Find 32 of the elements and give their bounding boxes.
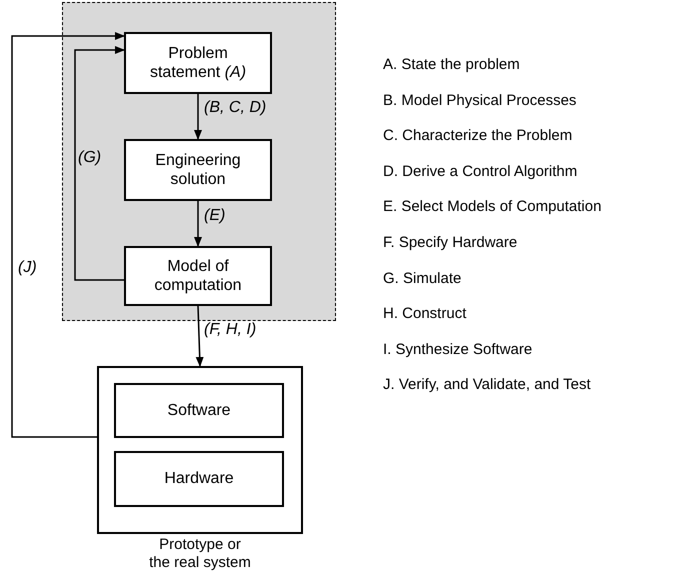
edge-label: (B, C, D) [204,100,266,116]
list-item: E. Select Models of Computation [383,197,602,218]
process-box [124,246,272,306]
arrow [194,94,202,140]
box-label: Hardware [163,469,235,489]
edge-label: (E) [204,208,226,224]
list-item: F. Specify Hardware [383,232,518,253]
process-box [114,383,284,438]
process-box [124,139,272,201]
arrow [74,46,125,281]
arrow [194,201,202,247]
list-item: B. Model Physical Processes [383,90,578,111]
edge-label: (G) [78,150,102,166]
process-box [114,451,284,507]
node-label: Prototype or the real system [149,536,251,572]
list-item: J. Verify, and Validate, and Test [383,375,592,396]
list-item: G. Simulate [383,268,462,289]
box-label: Software [166,400,232,420]
arrow [11,32,125,438]
edge-label: (J) [18,260,37,276]
list-item: A. State the problem [383,55,521,75]
arrow [196,306,204,367]
box-label: Engineering solution [154,150,242,190]
list-item: I. Synthesize Software [383,340,534,360]
box-label: Problem statement (A) [148,44,248,82]
list-item: C. Characterize the Problem [383,126,574,146]
dashed-region [62,2,336,321]
edge-label: (F, H, I) [204,322,256,338]
box-label: Model of computation [153,256,243,296]
process-box [124,32,272,94]
list-item: D. Derive a Control Algorithm [383,162,578,182]
list-item: H. Construct [383,304,468,324]
